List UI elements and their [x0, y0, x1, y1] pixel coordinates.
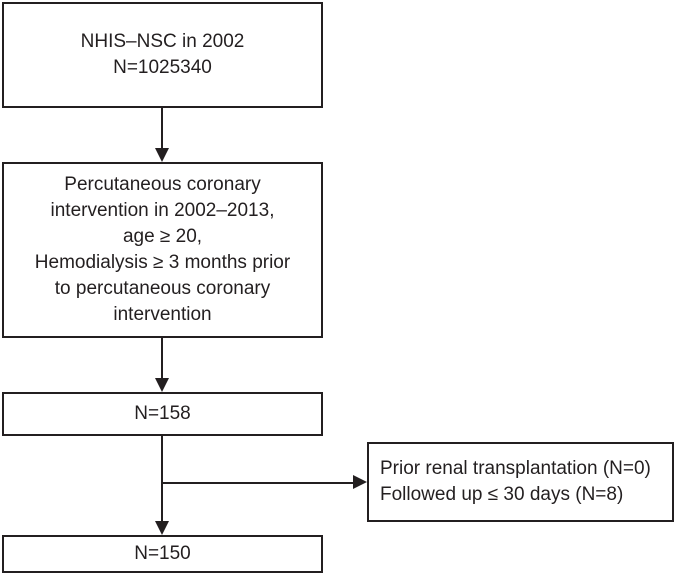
box-line: intervention in 2002–2013, [50, 200, 275, 221]
flow-box-criteria: Percutaneous coronary intervention in 20… [2, 162, 323, 338]
flow-box-n150: N=150 [2, 535, 323, 573]
arrow-right-icon [353, 475, 367, 489]
arrow-down-icon [155, 148, 169, 162]
box-line: N=1025340 [113, 57, 212, 78]
connector-n158-to-n150 [161, 436, 163, 523]
box-line: Prior renal transplantation (N=0) [380, 458, 651, 479]
box-line: NHIS–NSC in 2002 [80, 31, 245, 52]
box-line: Followed up ≤ 30 days (N=8) [380, 484, 624, 505]
arrow-down-icon [155, 378, 169, 392]
arrow-down-icon [155, 521, 169, 535]
connector-criteria-to-n158 [161, 338, 163, 380]
box-line: Hemodialysis ≥ 3 months prior [34, 252, 291, 273]
flow-box-cohort: NHIS–NSC in 2002 N=1025340 [2, 2, 323, 108]
box-line: Percutaneous coronary [64, 174, 261, 195]
connector-branch-to-exclusions [162, 482, 354, 484]
box-line: N=150 [134, 543, 191, 564]
box-line: age ≥ 20, [122, 226, 203, 247]
box-line: intervention [113, 304, 212, 325]
connector-cohort-to-criteria [161, 108, 163, 148]
flow-box-n158: N=158 [2, 392, 323, 436]
box-line: N=158 [134, 403, 191, 424]
flow-box-exclusions: Prior renal transplantation (N=0) Follow… [367, 442, 674, 522]
box-line: to percutaneous coronary [54, 278, 271, 299]
